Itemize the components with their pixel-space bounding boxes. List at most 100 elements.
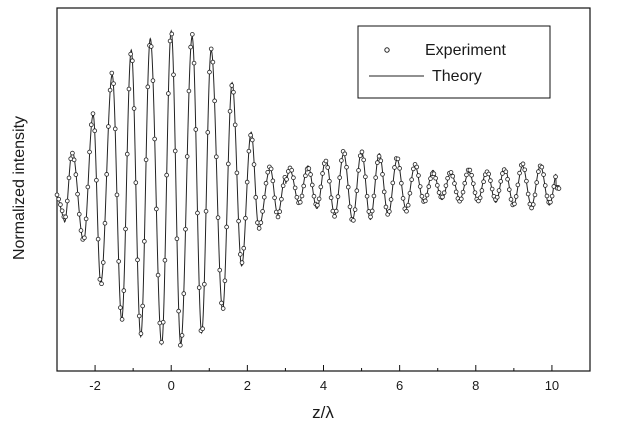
experiment-point (176, 308, 181, 314)
experiment-point (107, 87, 113, 93)
experiment-point (323, 158, 329, 164)
experiment-point (445, 175, 450, 181)
experiment-point (124, 151, 130, 157)
experiment-point (399, 180, 404, 186)
experiment-point (424, 192, 430, 198)
experiment-point (169, 31, 175, 37)
experiment-point (76, 211, 82, 217)
experiment-point (325, 165, 330, 170)
experiment-point (441, 190, 447, 196)
x-tick-label: 0 (168, 378, 175, 393)
experiment-point (148, 44, 154, 49)
experiment-point (498, 179, 504, 184)
experiment-point (191, 60, 197, 66)
experiment-point (265, 170, 271, 175)
experiment-point (229, 83, 235, 88)
experiment-point (513, 194, 519, 199)
experiment-point (59, 208, 65, 214)
experiment-point (143, 157, 149, 163)
experiment-point (253, 195, 259, 200)
experiment-point (522, 167, 528, 173)
experiment-series (54, 31, 562, 348)
experiment-point (387, 209, 392, 214)
experiment-point (250, 137, 255, 143)
experiment-point (404, 208, 409, 214)
experiment-point (70, 150, 75, 156)
experiment-point (541, 172, 546, 177)
experiment-point (443, 183, 449, 188)
experiment-point (375, 160, 380, 165)
experiment-point (188, 44, 193, 50)
experiment-point (419, 193, 425, 199)
experiment-point (423, 198, 428, 204)
experiment-point (243, 215, 248, 221)
experiment-point (263, 180, 269, 186)
experiment-point (99, 281, 104, 287)
experiment-point (104, 172, 109, 177)
experiment-point (299, 193, 305, 199)
experiment-point (347, 204, 353, 210)
experiment-point (414, 164, 420, 170)
experiment-point (405, 202, 411, 208)
legend-experiment-label: Experiment (425, 42, 506, 59)
experiment-point (351, 218, 356, 223)
experiment-point (268, 166, 274, 172)
experiment-point (256, 226, 262, 231)
experiment-point (244, 179, 250, 185)
experiment-point (433, 175, 438, 181)
experiment-point (359, 149, 365, 155)
experiment-point (488, 178, 493, 183)
experiment-point (320, 171, 325, 176)
experiment-point (392, 165, 397, 170)
experiment-point (167, 38, 173, 44)
experiment-point (63, 214, 68, 220)
experiment-point (181, 291, 187, 296)
experiment-point (94, 178, 99, 183)
experiment-point (515, 182, 521, 188)
experiment-point (71, 157, 77, 163)
experiment-point (400, 196, 406, 201)
experiment-point (440, 194, 445, 200)
theory-line (56, 29, 560, 346)
experiment-point (246, 148, 252, 154)
experiment-point (131, 106, 137, 111)
experiment-point (164, 172, 169, 178)
experiment-point (460, 189, 466, 195)
experiment-point (118, 305, 123, 310)
experiment-point (378, 158, 384, 164)
experiment-point (428, 176, 433, 181)
experiment-point (551, 184, 557, 189)
experiment-point (212, 98, 217, 104)
theory-series (56, 29, 560, 346)
experiment-point (542, 183, 548, 188)
experiment-point (477, 195, 483, 201)
experiment-point (116, 259, 121, 264)
experiment-point (239, 260, 245, 265)
x-tick-label: 8 (472, 378, 479, 393)
experiment-point (459, 196, 464, 202)
experiment-point (193, 127, 199, 132)
experiment-point (83, 216, 89, 222)
experiment-point (369, 208, 375, 214)
experiment-point (294, 195, 300, 200)
experiment-point (407, 191, 413, 196)
legend-theory-label: Theory (432, 68, 482, 85)
experiment-point (111, 81, 116, 86)
experiment-point (486, 171, 492, 177)
experiment-point (258, 220, 264, 225)
experiment-point (309, 182, 315, 188)
experiment-point (140, 303, 145, 309)
experiment-point (373, 175, 378, 180)
experiment-point (56, 196, 62, 202)
experiment-point (371, 193, 377, 199)
experiment-point (210, 59, 216, 65)
experiment-point (342, 151, 348, 157)
experiment-point (277, 209, 283, 214)
experiment-point (73, 172, 79, 177)
experiment-point (183, 227, 188, 232)
experiment-point (66, 175, 72, 181)
experiment-point (135, 257, 140, 263)
experiment-point (172, 148, 178, 154)
experiment-point (270, 178, 276, 184)
